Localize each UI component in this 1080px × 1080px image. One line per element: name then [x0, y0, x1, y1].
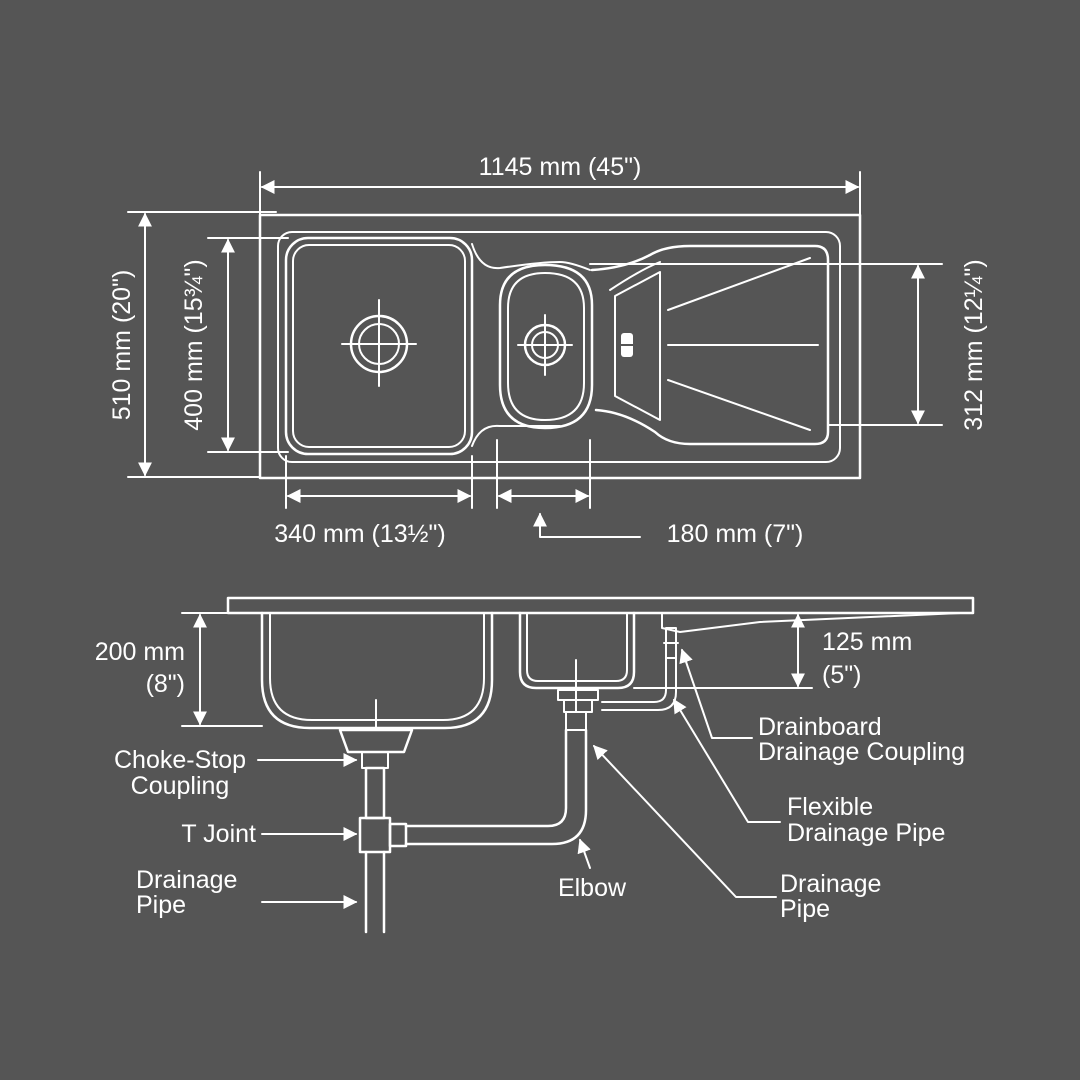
overall-width-label: 1145 mm (45") — [479, 153, 642, 181]
t-joint — [358, 816, 392, 854]
bowl-bridge-bottom — [471, 424, 561, 447]
small-height-line1: 125 mm — [822, 628, 912, 656]
drainboard-underside — [661, 612, 961, 633]
small-bowl-inner — [507, 272, 585, 421]
drainboard-well — [614, 271, 661, 421]
small-bowl-drain-flange — [557, 689, 599, 701]
drainage-pipe-right-label-2: Pipe — [780, 895, 830, 923]
side-view: 200 mm (8") 125 mm (5") — [95, 596, 975, 934]
main-bowl-width-label: 340 mm (13½") — [274, 520, 445, 548]
elbow-label: Elbow — [558, 874, 627, 902]
small-bowl-width-label: 180 mm (7") — [667, 520, 804, 548]
drainboard-drain-icon — [621, 333, 633, 357]
flexible-pipe-leader — [673, 698, 781, 823]
choke-stop-label-2: Coupling — [131, 772, 230, 800]
small-bowl-drain-tail — [565, 711, 587, 731]
drainboard-coupling-label-1: Drainboard — [758, 713, 882, 741]
bowl-depth-label: 400 mm (15¾") — [180, 259, 208, 430]
small-bowl-drain-icon — [517, 314, 573, 376]
flexible-pipe-label-2: Drainage Pipe — [787, 819, 945, 847]
sink-rim — [277, 231, 841, 463]
flexible-drainage-pipe-outer — [601, 657, 677, 711]
bowl-bridge — [471, 243, 591, 271]
elbow-leader — [577, 838, 591, 869]
small-height-line2: (5") — [822, 661, 861, 689]
main-bowl-profile-inner — [269, 612, 485, 721]
horizontal-pipe-top — [404, 728, 568, 828]
drainage-pipe-right-leader — [593, 744, 777, 898]
small-bowl-drain-nut — [563, 699, 593, 713]
sink-outline — [258, 213, 862, 480]
t-joint-label: T Joint — [181, 820, 256, 848]
main-bowl — [284, 236, 474, 456]
bowl-height-line2: (8") — [146, 670, 185, 698]
choke-stop-coupling — [338, 728, 414, 754]
choke-stop-label-1: Choke-Stop — [114, 746, 246, 774]
small-bowl-width-leader — [533, 512, 641, 538]
drainboard-coupling-label-2: Drainage Coupling — [758, 738, 965, 766]
bowl-height-line1: 200 mm — [95, 638, 185, 666]
main-bowl-drain-icon — [341, 299, 417, 387]
drainboard-grooves — [667, 257, 819, 431]
drainage-pipe-left-label-2: Pipe — [136, 891, 186, 919]
flexible-pipe-label-1: Flexible — [787, 793, 873, 821]
horizontal-pipe-bottom — [404, 728, 588, 846]
drainboard-depth-label: 312 mm (12¼") — [960, 259, 988, 430]
drainage-pipe-left-label-1: Drainage — [136, 866, 237, 894]
sink-top-edge — [226, 596, 975, 615]
small-bowl — [498, 263, 594, 430]
top-view: 1145 mm (45") — [108, 153, 988, 548]
drainboard — [590, 244, 830, 446]
upper-drain-pipe — [364, 766, 386, 820]
overall-depth-label: 510 mm (20") — [108, 270, 136, 421]
t-joint-branch — [388, 822, 408, 848]
drainboard-coupling-leader — [679, 648, 753, 739]
choke-stop-nut — [361, 751, 389, 769]
main-bowl-inner — [292, 244, 466, 448]
flexible-drainage-pipe — [601, 657, 667, 703]
drainage-pipe-right-label-1: Drainage — [780, 870, 881, 898]
main-bowl-profile — [260, 611, 494, 730]
